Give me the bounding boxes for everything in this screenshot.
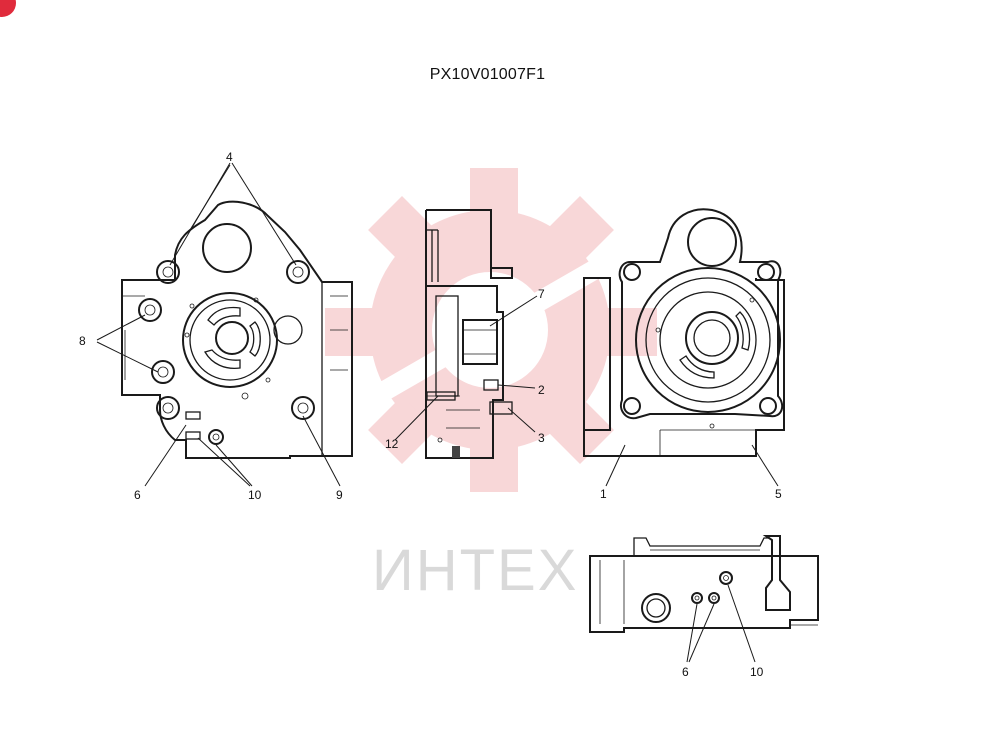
callout-labels: 4 8 6 10 9 7 2 3 12 1 5 6 10 xyxy=(79,150,782,679)
bottom-view xyxy=(589,535,819,633)
side-view-middle xyxy=(425,209,513,459)
front-view-left xyxy=(121,200,353,459)
callout-6-bottom: 6 xyxy=(682,665,689,679)
callout-6-left: 6 xyxy=(134,488,141,502)
callout-9: 9 xyxy=(336,488,343,502)
callout-12: 12 xyxy=(385,437,399,451)
callout-5: 5 xyxy=(775,487,782,501)
callout-4: 4 xyxy=(226,150,233,164)
callout-2: 2 xyxy=(538,383,545,397)
drawing-code: PX10V01007F1 xyxy=(429,66,546,83)
callout-3: 3 xyxy=(538,431,545,445)
watermark-text: ИНТЕХ xyxy=(372,538,578,603)
leader-lines xyxy=(96,162,779,663)
rear-view-right xyxy=(583,208,785,457)
callout-10-left: 10 xyxy=(248,488,262,502)
watermark-logo xyxy=(325,168,657,492)
callout-10-bottom: 10 xyxy=(750,665,764,679)
callout-8: 8 xyxy=(79,334,86,348)
corner-badge xyxy=(0,0,16,17)
callout-1: 1 xyxy=(600,487,607,501)
callout-7: 7 xyxy=(538,287,545,301)
